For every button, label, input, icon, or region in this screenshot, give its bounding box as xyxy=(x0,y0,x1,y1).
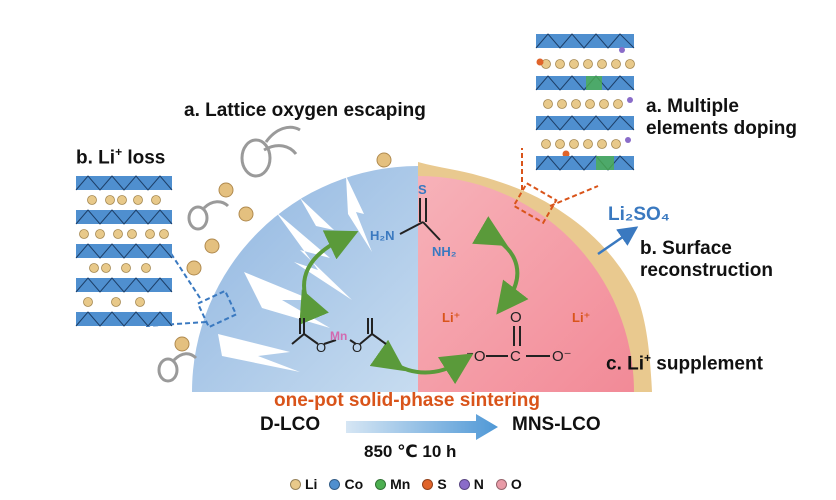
thiourea-s-label: S xyxy=(418,182,427,197)
li-loss-label: b. Li+ loss xyxy=(76,145,166,169)
legend-dot-s xyxy=(422,478,434,490)
legend-label-li: Li xyxy=(305,476,318,492)
carbonate-o-top-label: O xyxy=(510,309,522,326)
legend-dot-o xyxy=(495,478,507,490)
li-sphere-group xyxy=(174,152,392,352)
li-plus-right-label: Li⁺ xyxy=(572,310,590,325)
process-arrow xyxy=(346,414,498,440)
legend-item-co: Co xyxy=(329,476,363,492)
legend-dot-co xyxy=(329,478,341,490)
mnslco-quadrant xyxy=(418,176,634,392)
multi-doping-label: a. Multiple elements doping xyxy=(646,96,797,139)
thiourea-molecule: S H₂N NH₂ xyxy=(370,182,457,259)
legend-item-mn: Mn xyxy=(375,476,410,492)
crystal-structure-li-loss xyxy=(75,175,173,327)
carbonate-molecule: O C ⁻O O⁻ xyxy=(466,309,572,365)
legend-dot-n xyxy=(458,478,470,490)
oxygen-escape-icon xyxy=(157,125,301,383)
carbonate-c-label: C xyxy=(510,348,521,365)
crystal-structure-doping xyxy=(535,33,635,171)
legend-label-n: N xyxy=(473,476,484,492)
sintering-label: one-pot solid-phase sintering xyxy=(274,390,541,411)
legend-label-mn: Mn xyxy=(390,476,411,492)
li-supplement-label: c. Li+ supplement xyxy=(606,351,763,375)
element-legend: Li Co Mn S N O xyxy=(290,476,522,492)
legend-item-n: N xyxy=(458,476,484,492)
surface-reconstruction-label: b. Surface reconstruction xyxy=(640,238,774,281)
li2so4-label: Li₂SO₄ xyxy=(608,204,670,225)
legend-item-s: S xyxy=(422,476,447,492)
doping-callout-right xyxy=(549,185,599,207)
legend-dot-li xyxy=(290,478,301,490)
doping-box xyxy=(512,181,558,225)
lattice-oxygen-label: a. Lattice oxygen escaping xyxy=(184,100,426,121)
li-plus-left-label: Li⁺ xyxy=(442,310,460,325)
legend-label-s: S xyxy=(437,476,447,492)
carbonate-o-left-label: ⁻O xyxy=(466,348,486,365)
legend-item-o: O xyxy=(495,476,522,492)
green-arrow-top-left xyxy=(299,230,359,325)
legend-dot-mn xyxy=(375,478,387,490)
dlco-label: D-LCO xyxy=(260,414,321,435)
crack-group xyxy=(218,176,372,372)
mnslco-label: MNS-LCO xyxy=(512,414,601,435)
condition-label: 850 ℃ 10 h xyxy=(364,442,457,461)
acetate-o-right-label: O xyxy=(352,340,362,355)
green-arrow-right xyxy=(472,216,529,315)
li-loss-box xyxy=(196,289,238,329)
green-arrow-bottom xyxy=(369,339,474,385)
legend-label-co: Co xyxy=(344,476,364,492)
legend-item-li: Li xyxy=(290,476,317,492)
li2so4-arrow xyxy=(597,226,639,256)
acetate-mn-label: Mn xyxy=(330,329,347,343)
carbonate-o-right-label: O⁻ xyxy=(552,348,572,365)
thiourea-h2n-label: H₂N xyxy=(370,228,395,243)
legend-label-o: O xyxy=(510,476,522,492)
li-loss-callout-top xyxy=(169,251,201,299)
mn-acetate-molecule: O Mn O xyxy=(291,318,387,355)
acetate-o-left-label: O xyxy=(316,340,326,355)
thiourea-nh2-label: NH₂ xyxy=(432,244,457,259)
